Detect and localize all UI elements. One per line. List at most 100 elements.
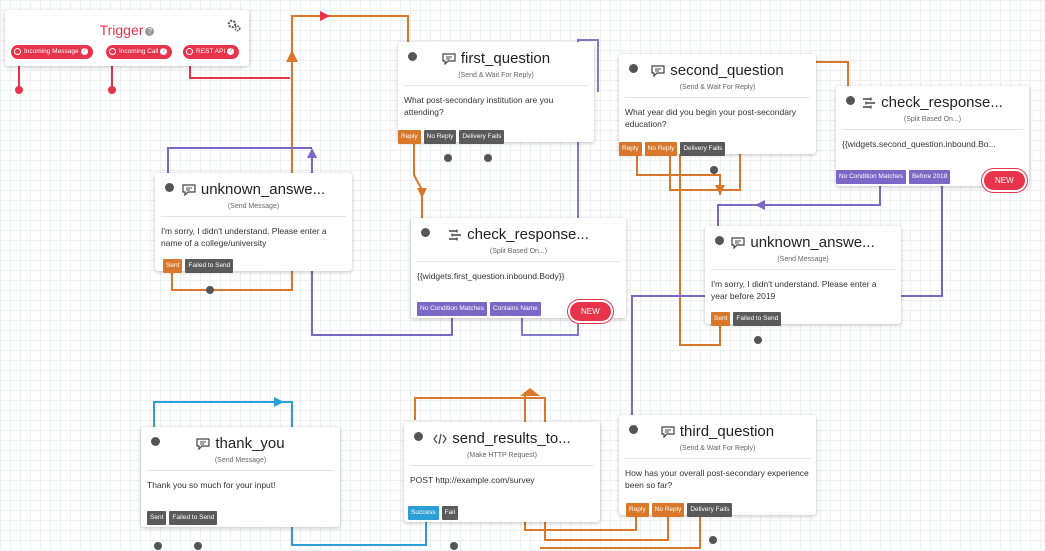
port-dot[interactable] [754, 336, 762, 344]
port-dot[interactable] [108, 86, 116, 94]
port-row: Reply No Reply Delivery Fails [398, 129, 505, 144]
widget-header: third_question [619, 423, 816, 440]
arrow-check1 [417, 188, 427, 198]
port-row: No Condition Matches Before 2018 [836, 169, 951, 184]
widget-header: send_results_to... [404, 430, 600, 447]
wire-first-reply [413, 142, 423, 218]
port-fail[interactable]: Fail [441, 505, 459, 520]
port-dot[interactable] [710, 166, 718, 174]
port-reply[interactable]: Reply [398, 129, 421, 144]
widget-third-question[interactable]: third_question (Send & Wait For Reply) H… [619, 415, 816, 517]
port-dot[interactable] [154, 542, 162, 550]
widget-header: second_question [619, 62, 816, 79]
arrow-start [320, 11, 330, 21]
port-dot[interactable] [444, 154, 452, 162]
port-delivery-fails[interactable]: Delivery Fails [680, 141, 726, 156]
widget-second-question[interactable]: second_question (Send & Wait For Reply) … [619, 54, 816, 156]
widget-title: check_response... [467, 226, 589, 243]
port-no-condition-matches[interactable]: No Condition Matches [836, 169, 906, 184]
port-reply[interactable]: Reply [626, 502, 649, 517]
widget-body: Thank you so much for your input! [147, 470, 334, 491]
port-success[interactable]: Success [408, 505, 439, 520]
port-no-reply[interactable]: No Reply [651, 502, 685, 517]
widget-body: I'm sorry, I didn't understand. Please e… [711, 269, 895, 303]
rest-api-label: REST API [196, 48, 226, 55]
widget-body: POST http://example.com/survey [410, 465, 594, 486]
widget-title: second_question [670, 62, 784, 79]
new-condition-button[interactable]: NEW [984, 171, 1025, 190]
widget-thank-you[interactable]: thank_you (Send Message) Thank you so mu… [141, 427, 340, 527]
widget-body: How has your overall post-secondary expe… [625, 458, 810, 492]
new-condition-button[interactable]: NEW [570, 302, 611, 321]
port-no-condition-matches[interactable]: No Condition Matches [417, 301, 487, 316]
widget-header: unknown_answe... [705, 234, 901, 251]
port-dot[interactable] [709, 536, 717, 544]
widget-first-question[interactable]: first_question (Send & Wait For Reply) W… [398, 42, 594, 144]
arrow-purple-unknown1 [307, 148, 317, 158]
help-icon[interactable]: ? [145, 26, 155, 36]
input-port[interactable] [629, 425, 638, 434]
help-icon: ? [160, 47, 168, 55]
widget-check-response-2[interactable]: check_response... (Split Based On...) {{… [836, 86, 1029, 186]
widget-body: {{widgets.first_question.inbound.Body}} [417, 261, 620, 282]
widget-unknown-answer-2[interactable]: unknown_answe... (Send Message) I'm sorr… [705, 226, 901, 326]
arrow-purple-check2 [755, 200, 765, 210]
incoming-call-label: Incoming Call [119, 48, 159, 55]
widget-header: thank_you [141, 435, 340, 452]
port-row: Sent Failed to Send [163, 258, 234, 273]
port-dot[interactable] [206, 286, 214, 294]
gear-icon[interactable] [227, 18, 241, 32]
widget-type: (Split Based On...) [903, 116, 962, 123]
port-failed-to-send[interactable]: Failed to Send [733, 311, 782, 326]
port-delivery-fails[interactable]: Delivery Fails [687, 502, 733, 517]
port-row: Sent Failed to Send [711, 311, 782, 326]
widget-type: (Send & Wait For Reply) [679, 84, 756, 91]
trigger-widget[interactable]: Trigger? Incoming Message? Incoming Call… [5, 10, 249, 66]
input-port[interactable] [846, 96, 855, 105]
input-port[interactable] [421, 228, 430, 237]
port-no-reply[interactable]: No Reply [423, 129, 457, 144]
wire-contains-name [521, 39, 599, 336]
widget-check-response-1[interactable]: check_response... (Split Based On...) {{… [411, 218, 626, 318]
widget-type: (Send & Wait For Reply) [679, 445, 756, 452]
port-dot[interactable] [450, 542, 458, 550]
port-dot[interactable] [484, 154, 492, 162]
port-sent[interactable]: Sent [711, 311, 731, 326]
input-port[interactable] [414, 432, 423, 441]
widget-title: third_question [679, 423, 775, 440]
port-row: Reply No Reply Delivery Fails [626, 502, 733, 517]
port-before-2018[interactable]: Before 2018 [908, 169, 951, 184]
port-dot[interactable] [15, 86, 23, 94]
port-sent[interactable]: Sent [147, 510, 167, 525]
widget-type: (Make HTTP Request) [467, 452, 537, 459]
help-icon: ? [227, 47, 235, 55]
widget-type: (Split Based On...) [489, 248, 548, 255]
speech-bubble-icon [661, 425, 675, 438]
split-icon [863, 97, 876, 108]
port-contains-name[interactable]: Contains Name [489, 301, 541, 316]
widget-unknown-answer-1[interactable]: unknown_answe... (Send Message) I'm sorr… [155, 173, 352, 273]
input-port[interactable] [715, 236, 724, 245]
port-row: No Condition Matches Contains Name [417, 301, 541, 316]
widget-body: {{widgets.second_question.inbound.Bo... [842, 129, 1023, 150]
port-failed-to-send[interactable]: Failed to Send [169, 510, 218, 525]
port-delivery-fails[interactable]: Delivery Fails [459, 129, 505, 144]
port-dot[interactable] [194, 542, 202, 550]
rest-api-button[interactable]: REST API? [183, 45, 240, 59]
port-no-reply[interactable]: No Reply [644, 141, 678, 156]
incoming-call-button[interactable]: Incoming Call? [106, 45, 173, 59]
input-port[interactable] [408, 52, 417, 61]
port-failed-to-send[interactable]: Failed to Send [185, 258, 234, 273]
port-row: Success Fail [408, 505, 459, 520]
input-port[interactable] [165, 183, 174, 192]
incoming-message-button[interactable]: Incoming Message? [11, 45, 93, 59]
widget-body: What post-secondary institution are you … [404, 85, 588, 119]
port-reply[interactable]: Reply [619, 141, 642, 156]
input-port[interactable] [629, 64, 638, 73]
port-sent[interactable]: Sent [163, 258, 183, 273]
widget-send-results[interactable]: send_results_to... (Make HTTP Request) P… [404, 422, 600, 522]
widget-header: unknown_answe... [155, 181, 352, 198]
widget-title: first_question [460, 50, 551, 67]
trigger-title-text: Trigger [99, 22, 144, 38]
input-port[interactable] [151, 437, 160, 446]
